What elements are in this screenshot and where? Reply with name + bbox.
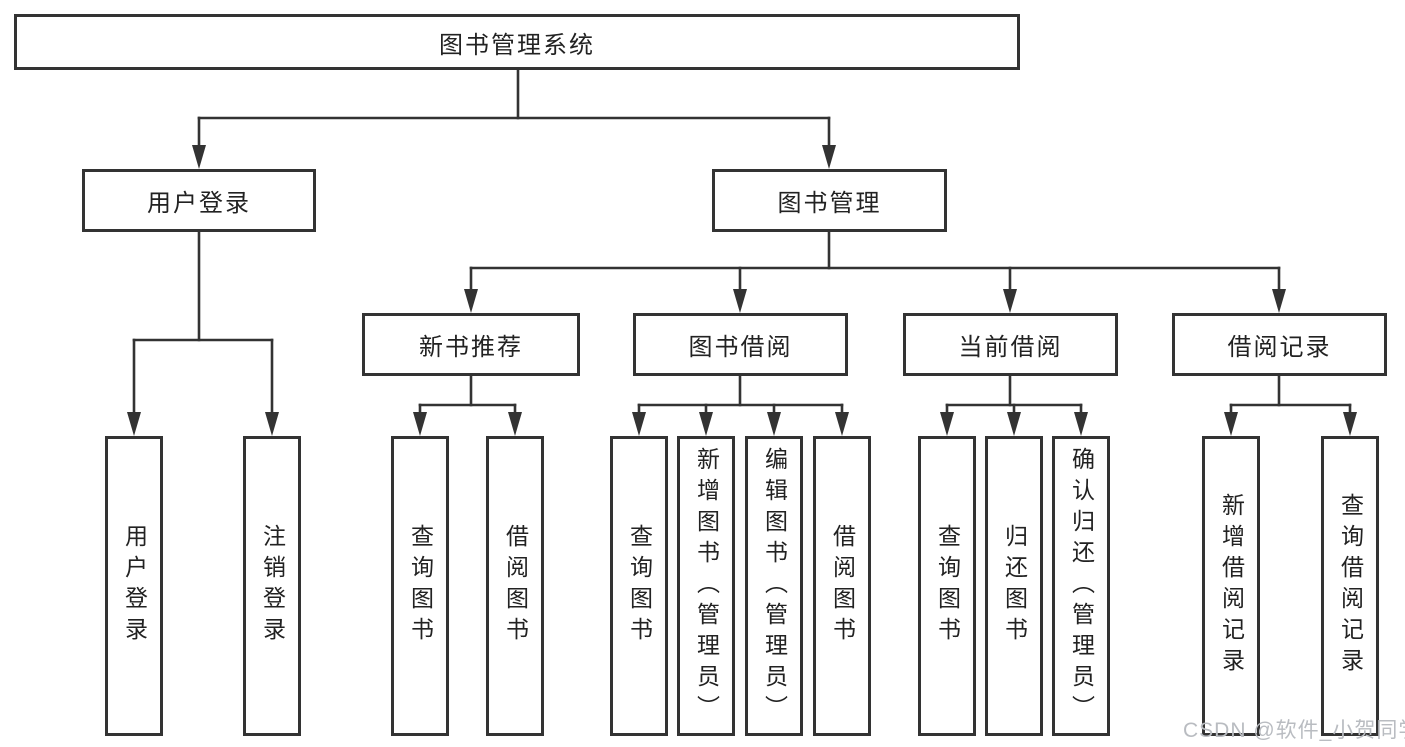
node-borrowing-records-label: 借阅记录 xyxy=(1227,334,1332,361)
leaf-cb-confirm-return-admin: 确认归还（管理员） xyxy=(1052,436,1110,736)
node-current-borrowing-label: 当前借阅 xyxy=(958,334,1063,361)
node-book-borrowing: 图书借阅 xyxy=(633,313,848,376)
leaf-br-query-record: 查询借阅记录 xyxy=(1321,436,1379,736)
leaf-logout: 注销登录 xyxy=(243,436,301,736)
leaf-br-add-record: 新增借阅记录 xyxy=(1202,436,1260,736)
leaf-user-login-label: 用户登录 xyxy=(121,524,148,648)
leaf-cb-query-book-label: 查询图书 xyxy=(934,524,961,648)
leaf-br-add-record-label: 新增借阅记录 xyxy=(1218,493,1245,679)
leaf-nbr-query-book: 查询图书 xyxy=(391,436,449,736)
node-book-management: 图书管理 xyxy=(712,169,947,232)
leaf-nbr-borrow-book: 借阅图书 xyxy=(486,436,544,736)
leaf-br-query-record-label: 查询借阅记录 xyxy=(1337,493,1364,679)
leaf-user-login: 用户登录 xyxy=(105,436,163,736)
leaf-bb-add-book-admin: 新增图书（管理员） xyxy=(677,436,735,736)
leaf-nbr-borrow-book-label: 借阅图书 xyxy=(502,524,529,648)
node-root: 图书管理系统 xyxy=(14,14,1020,70)
leaf-cb-return-book: 归还图书 xyxy=(985,436,1043,736)
node-borrowing-records: 借阅记录 xyxy=(1172,313,1387,376)
node-user-login: 用户登录 xyxy=(82,169,316,232)
node-book-borrowing-label: 图书借阅 xyxy=(688,334,793,361)
leaf-bb-borrow-book: 借阅图书 xyxy=(813,436,871,736)
leaf-bb-borrow-book-label: 借阅图书 xyxy=(829,524,856,648)
node-new-book-recommendation-label: 新书推荐 xyxy=(419,334,523,361)
node-root-label: 图书管理系统 xyxy=(439,31,595,59)
leaf-cb-return-book-label: 归还图书 xyxy=(1001,524,1028,648)
node-book-management-label: 图书管理 xyxy=(777,190,882,217)
node-current-borrowing: 当前借阅 xyxy=(903,313,1118,376)
leaf-cb-query-book: 查询图书 xyxy=(918,436,976,736)
leaf-bb-query-book: 查询图书 xyxy=(610,436,668,736)
leaf-nbr-query-book-label: 查询图书 xyxy=(407,524,434,648)
leaf-logout-label: 注销登录 xyxy=(259,524,286,648)
csdn-watermark: CSDN @软件_小贺同学 xyxy=(1183,719,1405,742)
leaf-bb-edit-book-admin: 编辑图书（管理员） xyxy=(745,436,803,736)
leaf-bb-edit-book-admin-label: 编辑图书（管理员） xyxy=(761,446,788,726)
node-new-book-recommendation: 新书推荐 xyxy=(362,313,580,376)
leaf-bb-query-book-label: 查询图书 xyxy=(626,524,653,648)
leaf-cb-confirm-return-admin-label: 确认归还（管理员） xyxy=(1068,446,1095,726)
node-user-login-label: 用户登录 xyxy=(147,190,251,217)
leaf-bb-add-book-admin-label: 新增图书（管理员） xyxy=(693,446,720,726)
